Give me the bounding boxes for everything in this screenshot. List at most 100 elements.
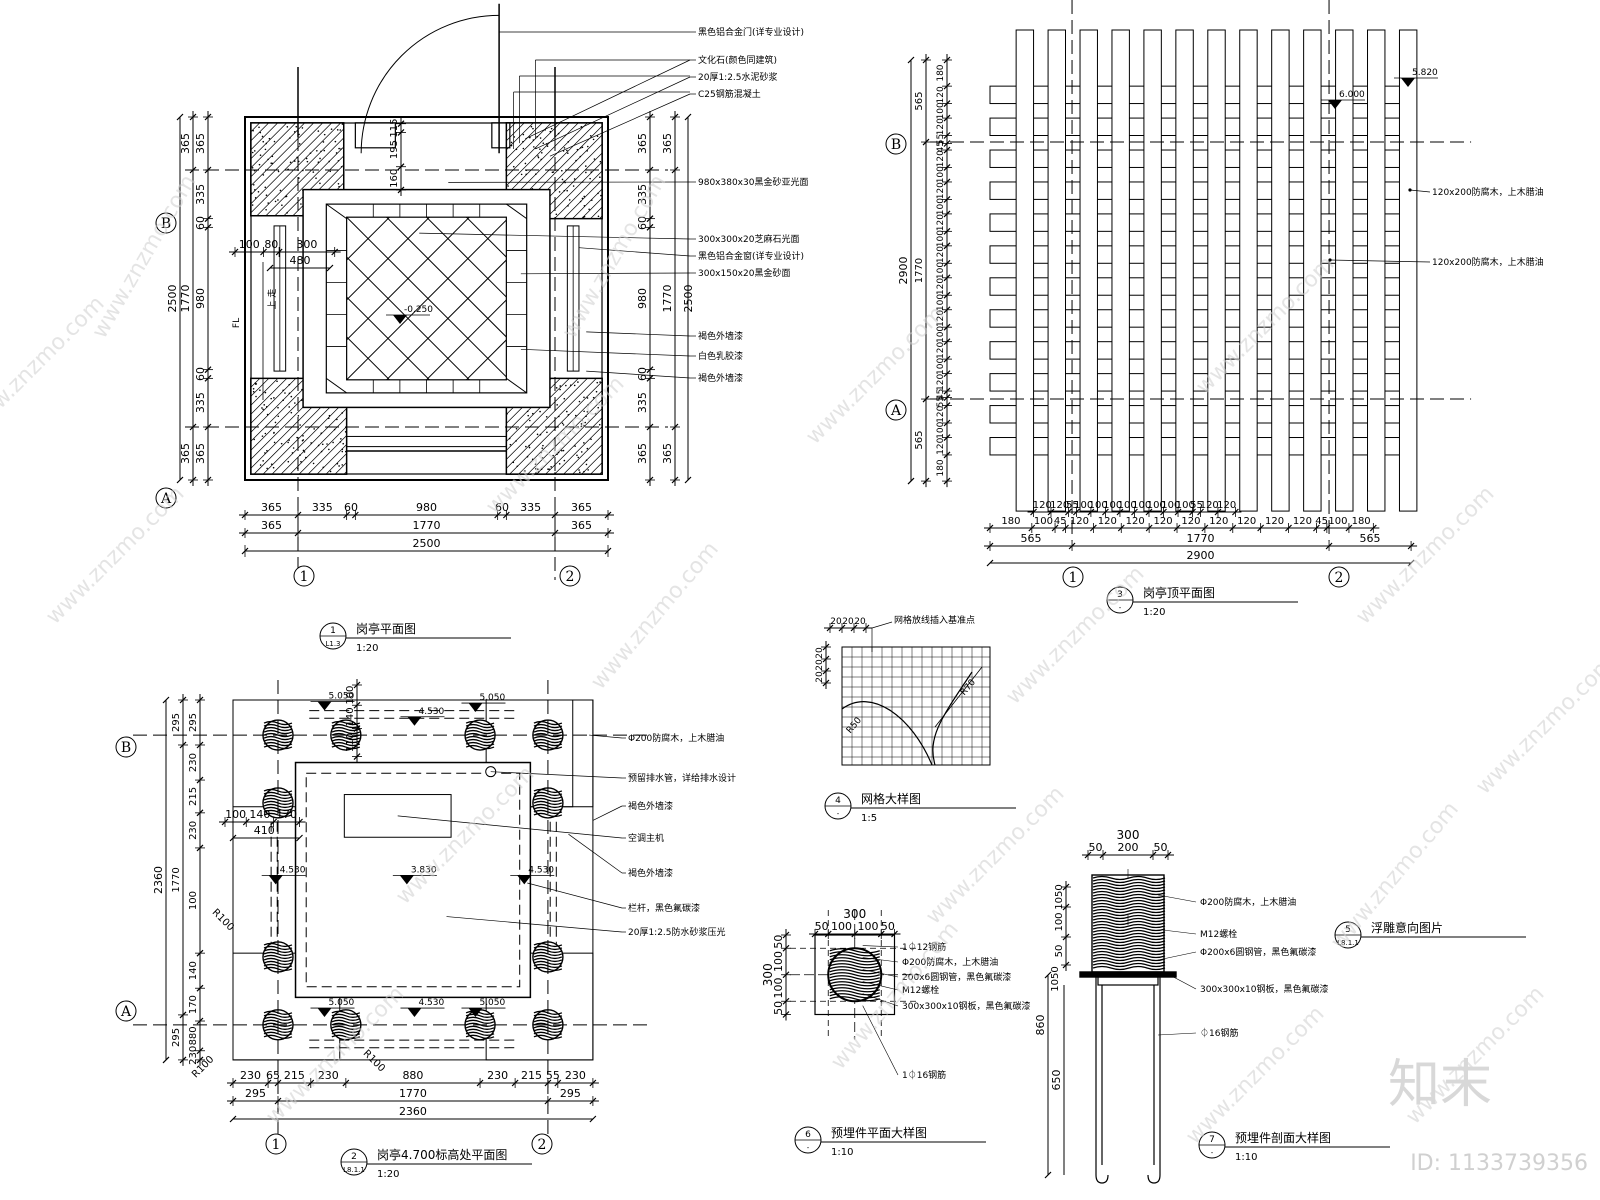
level-text: 6.000 xyxy=(1339,90,1365,100)
axis-label: 1 xyxy=(272,1137,281,1153)
view-title: 浮雕意向图片 xyxy=(1371,920,1443,935)
dimension-text: 860 xyxy=(1034,1015,1047,1036)
note-text: Φ200防腐木，上木腊油 xyxy=(1200,896,1296,908)
view-scale: 1:20 xyxy=(377,1169,399,1180)
axis-label: B xyxy=(121,740,131,756)
dimension-text: 295 xyxy=(560,1087,581,1100)
dimension-text: 410 xyxy=(254,824,275,837)
title-sheet: L8.1.1 xyxy=(343,1166,365,1174)
rafter xyxy=(1208,30,1225,511)
dimension-text: 180 xyxy=(936,64,946,81)
rect xyxy=(303,190,550,408)
watermark-logo: 知末 xyxy=(1388,1055,1492,1115)
dimension-text: 50 xyxy=(815,920,829,933)
dimension-text: 365 xyxy=(661,133,674,154)
note-text: 褐色外墙漆 xyxy=(698,372,743,384)
note-text: 20厚1:2.5水泥砂浆 xyxy=(698,71,778,83)
timber-post-section xyxy=(1092,875,1165,972)
view-scale: 1:20 xyxy=(356,643,378,654)
dimension-text: 230 xyxy=(188,1046,199,1065)
level-symbol xyxy=(318,702,332,711)
dimension-text: 110 xyxy=(345,733,356,752)
dimension-text: 180 xyxy=(936,459,946,476)
dimension-text: 230 xyxy=(487,1069,508,1082)
line xyxy=(1163,930,1196,934)
dimension-text: 365 xyxy=(261,519,282,532)
rafter xyxy=(1240,30,1257,511)
note-text: Φ200x6圆钢管，黑色氟碳漆 xyxy=(1200,946,1316,958)
dimension-text: 2900 xyxy=(1187,549,1215,562)
dimension-text: 120 xyxy=(1154,516,1173,527)
line xyxy=(527,883,622,908)
dimension-text: 140 xyxy=(249,808,270,821)
dimension-text: 100 xyxy=(239,238,260,251)
dimension-text: 120 xyxy=(936,214,946,231)
watermark-text: www.znzmo.com xyxy=(586,537,724,694)
axis-label: 1 xyxy=(1069,570,1078,586)
dimension-text: 100 xyxy=(858,920,879,933)
note-text: 300x150x20黑金砂面 xyxy=(698,267,790,279)
view-title: 预埋件剖面大样图 xyxy=(1235,1130,1331,1145)
note-text: 预留排水管，详给排水设计 xyxy=(628,772,736,784)
level-text: -0.250 xyxy=(404,305,433,315)
note-text: 300x300x10钢板，黑色氟碳漆 xyxy=(902,1000,1030,1012)
dimension-text: 650 xyxy=(1050,1070,1063,1091)
dimension-text: 1770 xyxy=(914,258,925,283)
dimension-text: 55 xyxy=(546,1069,560,1082)
note-text: Φ200防腐木，上木腊油 xyxy=(628,732,724,744)
view-scale: 1:10 xyxy=(1235,1152,1257,1163)
dimension-text: 50 xyxy=(1154,841,1168,854)
rafter xyxy=(1399,30,1416,511)
watermark-text: www.znzmo.com xyxy=(801,301,949,449)
line xyxy=(863,946,898,947)
dimension-text: 180 xyxy=(1001,516,1020,527)
note-text: 空调主机 xyxy=(628,832,664,844)
dimension-text: 300 xyxy=(1117,828,1140,842)
view-title: 网格大样图 xyxy=(861,791,921,806)
view-title: 预埋件平面大样图 xyxy=(831,1125,927,1140)
rafter xyxy=(1272,30,1289,511)
dimension-text: 60 xyxy=(194,367,207,381)
note-text: 文化石(颜色同建筑) xyxy=(698,54,777,66)
dimension-text: 100 xyxy=(936,102,946,119)
level-symbol xyxy=(318,1008,332,1017)
dimension-text: 215 xyxy=(521,1069,542,1082)
dimension-text: 1050 xyxy=(1050,966,1061,991)
dimension-text: 565 xyxy=(914,431,925,450)
dimension-text: 2360 xyxy=(399,1105,427,1118)
dimension-text: 100 xyxy=(1034,516,1053,527)
dimension-text: 160 xyxy=(389,169,400,188)
rebar-hook xyxy=(1148,1175,1160,1183)
dimension-text: 295 xyxy=(245,1087,266,1100)
dimension-text: 20 xyxy=(815,647,825,659)
dimension-text: 1770 xyxy=(171,867,182,892)
dimension-text: 120 xyxy=(1209,516,1228,527)
steel-pipe-section xyxy=(828,948,881,1001)
dimension-text: 300 xyxy=(843,907,866,921)
dimension-text: 120 xyxy=(936,246,946,263)
dimension-text: 120 xyxy=(1098,516,1117,527)
dimension-text: 100 xyxy=(1328,516,1347,527)
title-sheet: L1.3 xyxy=(325,640,340,648)
up-arrow-label: 上 走 xyxy=(267,289,278,310)
dimension-text: 20 xyxy=(815,671,825,683)
note-text: 20厚1:2.5防水砂浆压光 xyxy=(628,926,726,938)
note-text: 褐色外墙漆 xyxy=(628,800,673,812)
dimension-text: 120 xyxy=(1126,516,1145,527)
dimension-text: 55 xyxy=(936,396,946,407)
dimension-text: 100 xyxy=(936,166,946,183)
dimension-text: 120 xyxy=(936,86,946,103)
dimension-text: 120 xyxy=(936,118,946,135)
dimension-text: 1770 xyxy=(413,519,441,532)
line xyxy=(1158,1033,1196,1035)
dimension-text: 365 xyxy=(636,133,649,154)
dimension-text: 20 xyxy=(815,659,825,671)
dimension-text: 180 xyxy=(1352,516,1371,527)
watermark-id: ID: 1133739356 xyxy=(1410,1151,1588,1176)
dimension-text: 60 xyxy=(344,501,358,514)
dimension-text: 365 xyxy=(571,519,592,532)
dimension-text: 335 xyxy=(520,501,541,514)
dimension-text: 120 xyxy=(1070,516,1089,527)
dimension-text: 120 xyxy=(1217,500,1236,511)
